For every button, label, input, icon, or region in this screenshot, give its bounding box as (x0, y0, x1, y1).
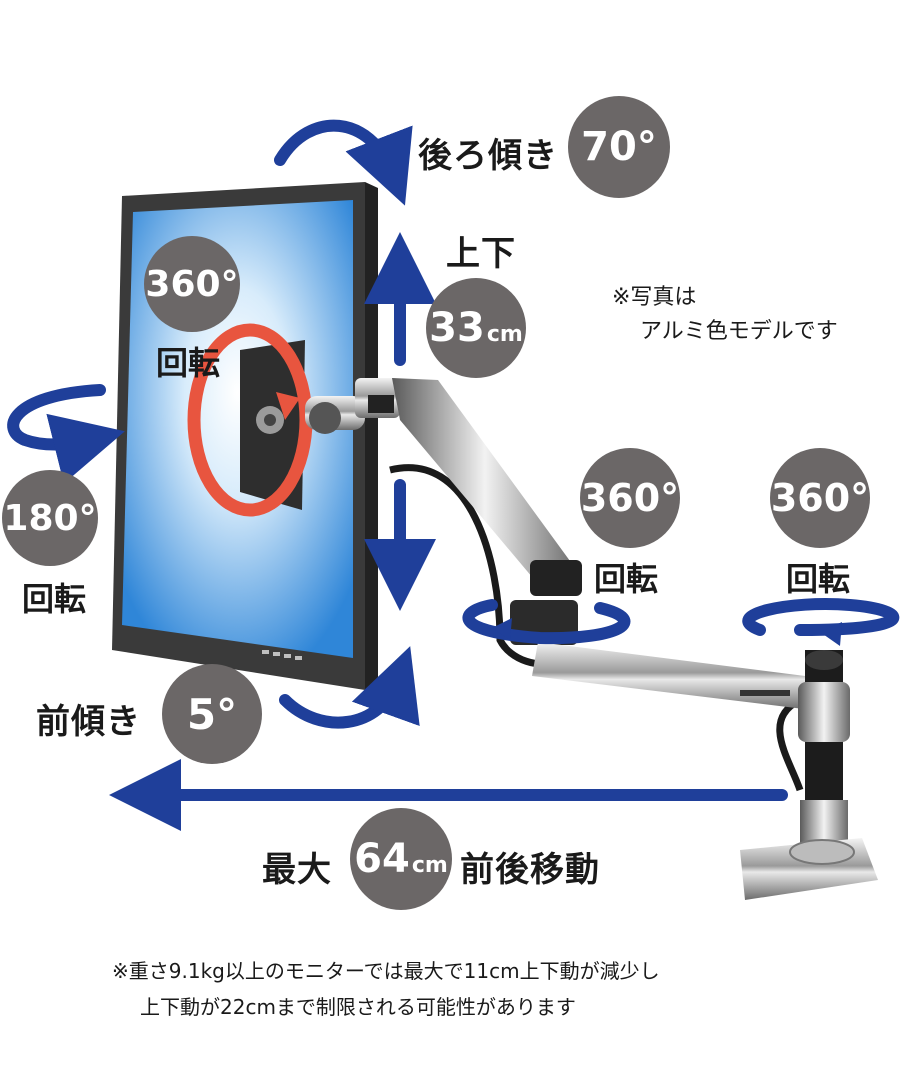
screen-rotate-value: 360° (145, 263, 239, 305)
footnote-line1: ※重さ9.1kg以上のモニターでは最大で11cm上下動が減少し (112, 959, 660, 983)
tilt-forward-badge: 5° (162, 664, 262, 764)
tilt-back-arrow (274, 119, 413, 206)
base-rotate-badge: 360° (770, 448, 870, 548)
joint-rotate-label: 回転 (594, 560, 659, 598)
monitor-arm (305, 378, 878, 900)
tilt-back-badge: 70° (568, 96, 670, 198)
tilt-forward-arrow (279, 646, 420, 729)
joint-rotate-value: 360° (580, 476, 680, 520)
motion-arrows (7, 119, 900, 831)
photo-note-line1: ※写真は (612, 285, 697, 310)
up-down-value: 33 (429, 305, 485, 351)
photo-note-line2: アルミ色モデルです (640, 319, 838, 344)
base-rotate-arrow (742, 598, 900, 636)
swivel-left-badge: 180° (2, 470, 98, 566)
reach-unit: cm (411, 852, 448, 878)
swivel-left-label: 回転 (22, 580, 87, 618)
reach-prefix: 最大 (262, 850, 332, 890)
swivel-left-arrow (7, 384, 125, 484)
joint-rotate-arrow (462, 599, 631, 645)
tilt-back-value: 70° (581, 124, 657, 170)
screen-rotate-label: 回転 (156, 344, 221, 382)
screen-rotate-badge: 360° (144, 236, 240, 332)
base-rotate-value: 360° (770, 476, 870, 520)
joint-rotate-badge: 360° (580, 448, 680, 548)
up-down-label: 上下 (446, 234, 516, 274)
tilt-back-label: 後ろ傾き (418, 136, 558, 176)
swivel-left-value: 180° (3, 497, 97, 539)
up-down-unit: cm (486, 321, 523, 347)
vesa-plate (240, 340, 305, 510)
base-rotate-label: 回転 (786, 560, 851, 598)
reach-value: 64 (354, 836, 410, 882)
reach-suffix: 前後移動 (460, 850, 600, 890)
tilt-forward-label: 前傾き (36, 702, 141, 742)
footnote-line2: 上下動が22cmまで制限される可能性があります (140, 995, 576, 1019)
tilt-forward-value: 5° (186, 689, 238, 739)
